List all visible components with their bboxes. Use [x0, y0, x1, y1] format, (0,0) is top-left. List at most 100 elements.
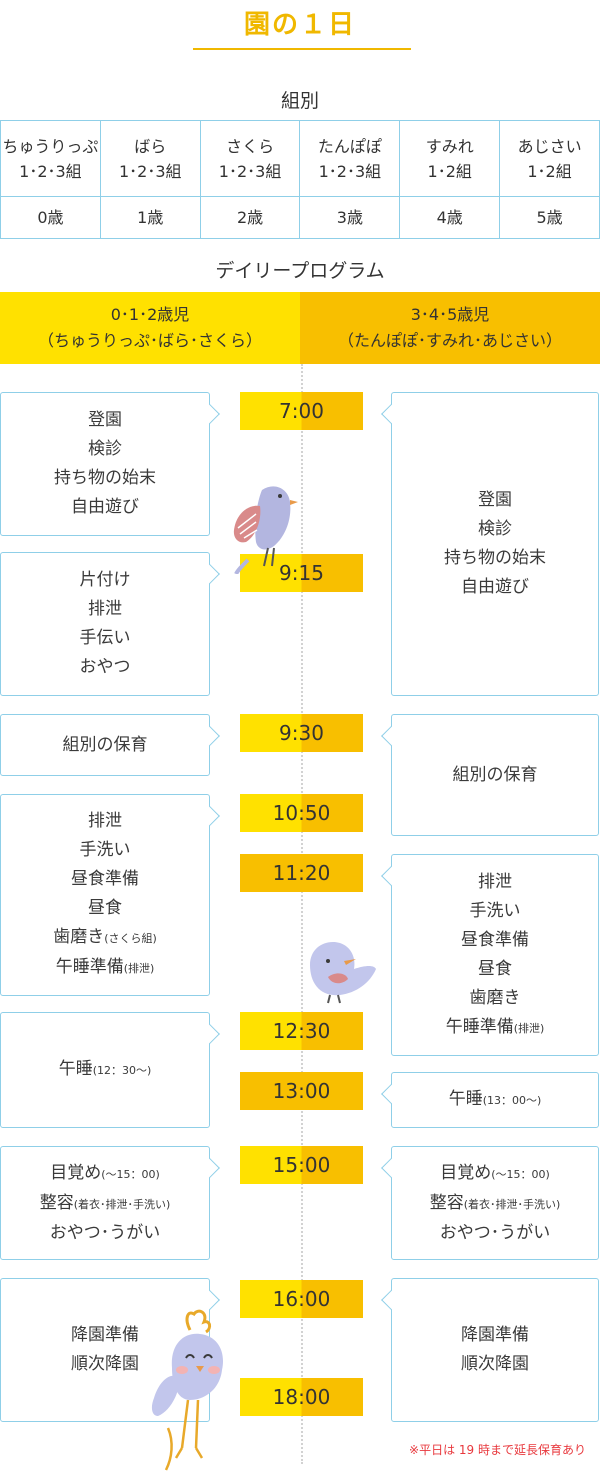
callout-pointer [381, 1290, 401, 1310]
callout-pointer [200, 1290, 220, 1310]
classes-heading: 組別 [280, 90, 319, 112]
activity-line: 排泄 [478, 871, 512, 892]
left-box-wake: 目覚め(〜15：00) 整容(着衣･排泄･手洗い) おやつ･うがい [0, 1146, 220, 1260]
time-badge: 11:20 [240, 854, 363, 892]
class-groups: 1･2組 [427, 161, 472, 181]
extended-care-note: ※平日は 19 時まで延長保育あり [409, 1443, 586, 1457]
class-name: あじさい [517, 136, 582, 156]
right-box-lunch: 排泄 手洗い 昼食準備 昼食 歯磨き 午睡準備(排泄) [381, 854, 599, 1056]
activity-note: (排泄) [513, 1021, 545, 1035]
left-box-class-care: 組別の保育 [0, 714, 220, 776]
class-cell-violet: すみれ 1･2組 [399, 120, 501, 197]
activity-line: 目覚め(〜15：00) [440, 1159, 550, 1189]
time-badge: 10:50 [240, 794, 363, 832]
activity-line: 午睡(13：00〜) [449, 1085, 542, 1115]
activity-text: 午睡準備 [55, 957, 124, 977]
activity-line: 検診 [478, 519, 512, 539]
class-cell-hydrangea: あじさい 1･2組 [499, 120, 600, 197]
activity-note: (13：00〜) [482, 1094, 542, 1107]
callout-pointer [381, 404, 401, 424]
activity-note: (〜15：00) [101, 1167, 160, 1181]
activity-note: (12：30〜) [92, 1064, 152, 1077]
bird-illustration-3 [151, 1309, 224, 1471]
class-groups: 1･2･3組 [19, 161, 82, 181]
activity-line: 検診 [88, 439, 122, 459]
time-badge: 7:00 [240, 392, 363, 430]
class-name: すみれ [425, 136, 474, 156]
class-groups: 1･2･3組 [218, 161, 282, 181]
activity-line: 組別の保育 [452, 764, 538, 785]
activity-line: 降園準備 [461, 1325, 529, 1345]
class-cell-rose: ばら 1･2･3組 [99, 120, 201, 197]
activity-line: 排泄 [88, 599, 122, 619]
callout-pointer [381, 1084, 401, 1104]
bird-illustration-2 [310, 941, 376, 1004]
time-badge: 13:00 [240, 1072, 363, 1110]
timeline-divider [301, 364, 303, 1464]
time-badge: 16:00 [240, 1280, 363, 1318]
activity-line: 昼食準備 [71, 869, 139, 889]
time-badge: 12:30 [240, 1012, 363, 1050]
activity-line: 降園準備 [71, 1325, 139, 1345]
activity-text: 整容 [39, 1192, 74, 1213]
time-badge: 9:30 [240, 714, 363, 752]
activity-text: 整容 [429, 1192, 464, 1213]
callout-pointer [381, 1158, 401, 1178]
class-age: 0歳 [0, 196, 101, 239]
class-age: 3歳 [299, 196, 401, 239]
activity-text: 歯磨き [53, 927, 105, 947]
activity-line: 組別の保育 [62, 734, 148, 755]
class-cell-dandelion: たんぽぽ 1･2･3組 [299, 120, 401, 197]
left-box-snack: 片付け 排泄 手伝い おやつ [0, 552, 220, 696]
activity-text: 午睡 [58, 1059, 93, 1079]
class-groups: 1･2･3組 [318, 161, 382, 181]
activity-line: 手洗い [469, 900, 521, 921]
class-age: 5歳 [499, 196, 600, 239]
activity-line: 手洗い [79, 840, 131, 860]
activity-line: 午睡準備(排泄) [446, 1013, 545, 1043]
class-age: 1歳 [99, 196, 201, 239]
activity-line: おやつ･うがい [49, 1222, 161, 1243]
callout-pointer [200, 726, 220, 746]
left-box-departure: 降園準備 順次降園 [0, 1278, 220, 1422]
activity-line: 目覚め(〜15：00) [50, 1159, 160, 1189]
right-box-wake: 目覚め(〜15：00) 整容(着衣･排泄･手洗い) おやつ･うがい [381, 1146, 599, 1260]
class-groups: 1･2･3組 [118, 161, 182, 181]
activity-line: 持ち物の始末 [54, 468, 156, 488]
younger-group-header: 0･1･2歳児 （ちゅうりっぷ･ばら･さくら） [0, 292, 300, 364]
activity-line: おやつ [79, 657, 131, 677]
activity-line: 昼食 [478, 958, 512, 979]
callout-pointer [200, 1024, 220, 1044]
program-heading: デイリープログラム [215, 260, 385, 282]
activity-line: 登園 [88, 410, 122, 430]
class-groups: 1･2組 [527, 161, 572, 181]
activity-line: 歯磨き(さくら組) [53, 923, 157, 953]
activity-text: 目覚め [50, 1162, 102, 1183]
class-age: 4歳 [399, 196, 501, 239]
younger-group-classes: （ちゅうりっぷ･ばら･さくら） [37, 331, 262, 350]
older-group-classes: （たんぽぽ･すみれ･あじさい） [337, 331, 562, 350]
activity-line: 昼食 [88, 898, 122, 918]
callout-pointer [381, 866, 401, 886]
activity-text: 目覚め [440, 1162, 492, 1183]
activity-line: 自由遊び [71, 497, 139, 517]
class-name: ばら [134, 136, 167, 156]
page-title: 園の１日 [243, 10, 356, 40]
activity-line: 整容(着衣･排泄･手洗い) [40, 1189, 171, 1219]
activity-line: 歯磨き [469, 987, 521, 1008]
activity-note: (さくら組) [104, 932, 157, 945]
class-name: たんぽぽ [317, 136, 382, 156]
activity-text: 午睡準備 [445, 1016, 514, 1037]
younger-group-ages: 0･1･2歳児 [110, 305, 190, 324]
activity-line: おやつ･うがい [439, 1222, 551, 1243]
right-box-departure: 降園準備 順次降園 [381, 1278, 599, 1422]
right-box-class-care: 組別の保育 [381, 714, 599, 836]
activity-line: 整容(着衣･排泄･手洗い) [430, 1189, 561, 1219]
callout-pointer [200, 564, 220, 584]
left-box-lunch: 排泄 手洗い 昼食準備 昼食 歯磨き(さくら組) 午睡準備(排泄) [0, 794, 220, 996]
activity-line: 順次降園 [461, 1354, 529, 1374]
activity-line: 手伝い [79, 628, 131, 648]
right-box-arrival: 登園 検診 持ち物の始末 自由遊び [381, 392, 599, 696]
activity-line: 登園 [478, 490, 512, 510]
